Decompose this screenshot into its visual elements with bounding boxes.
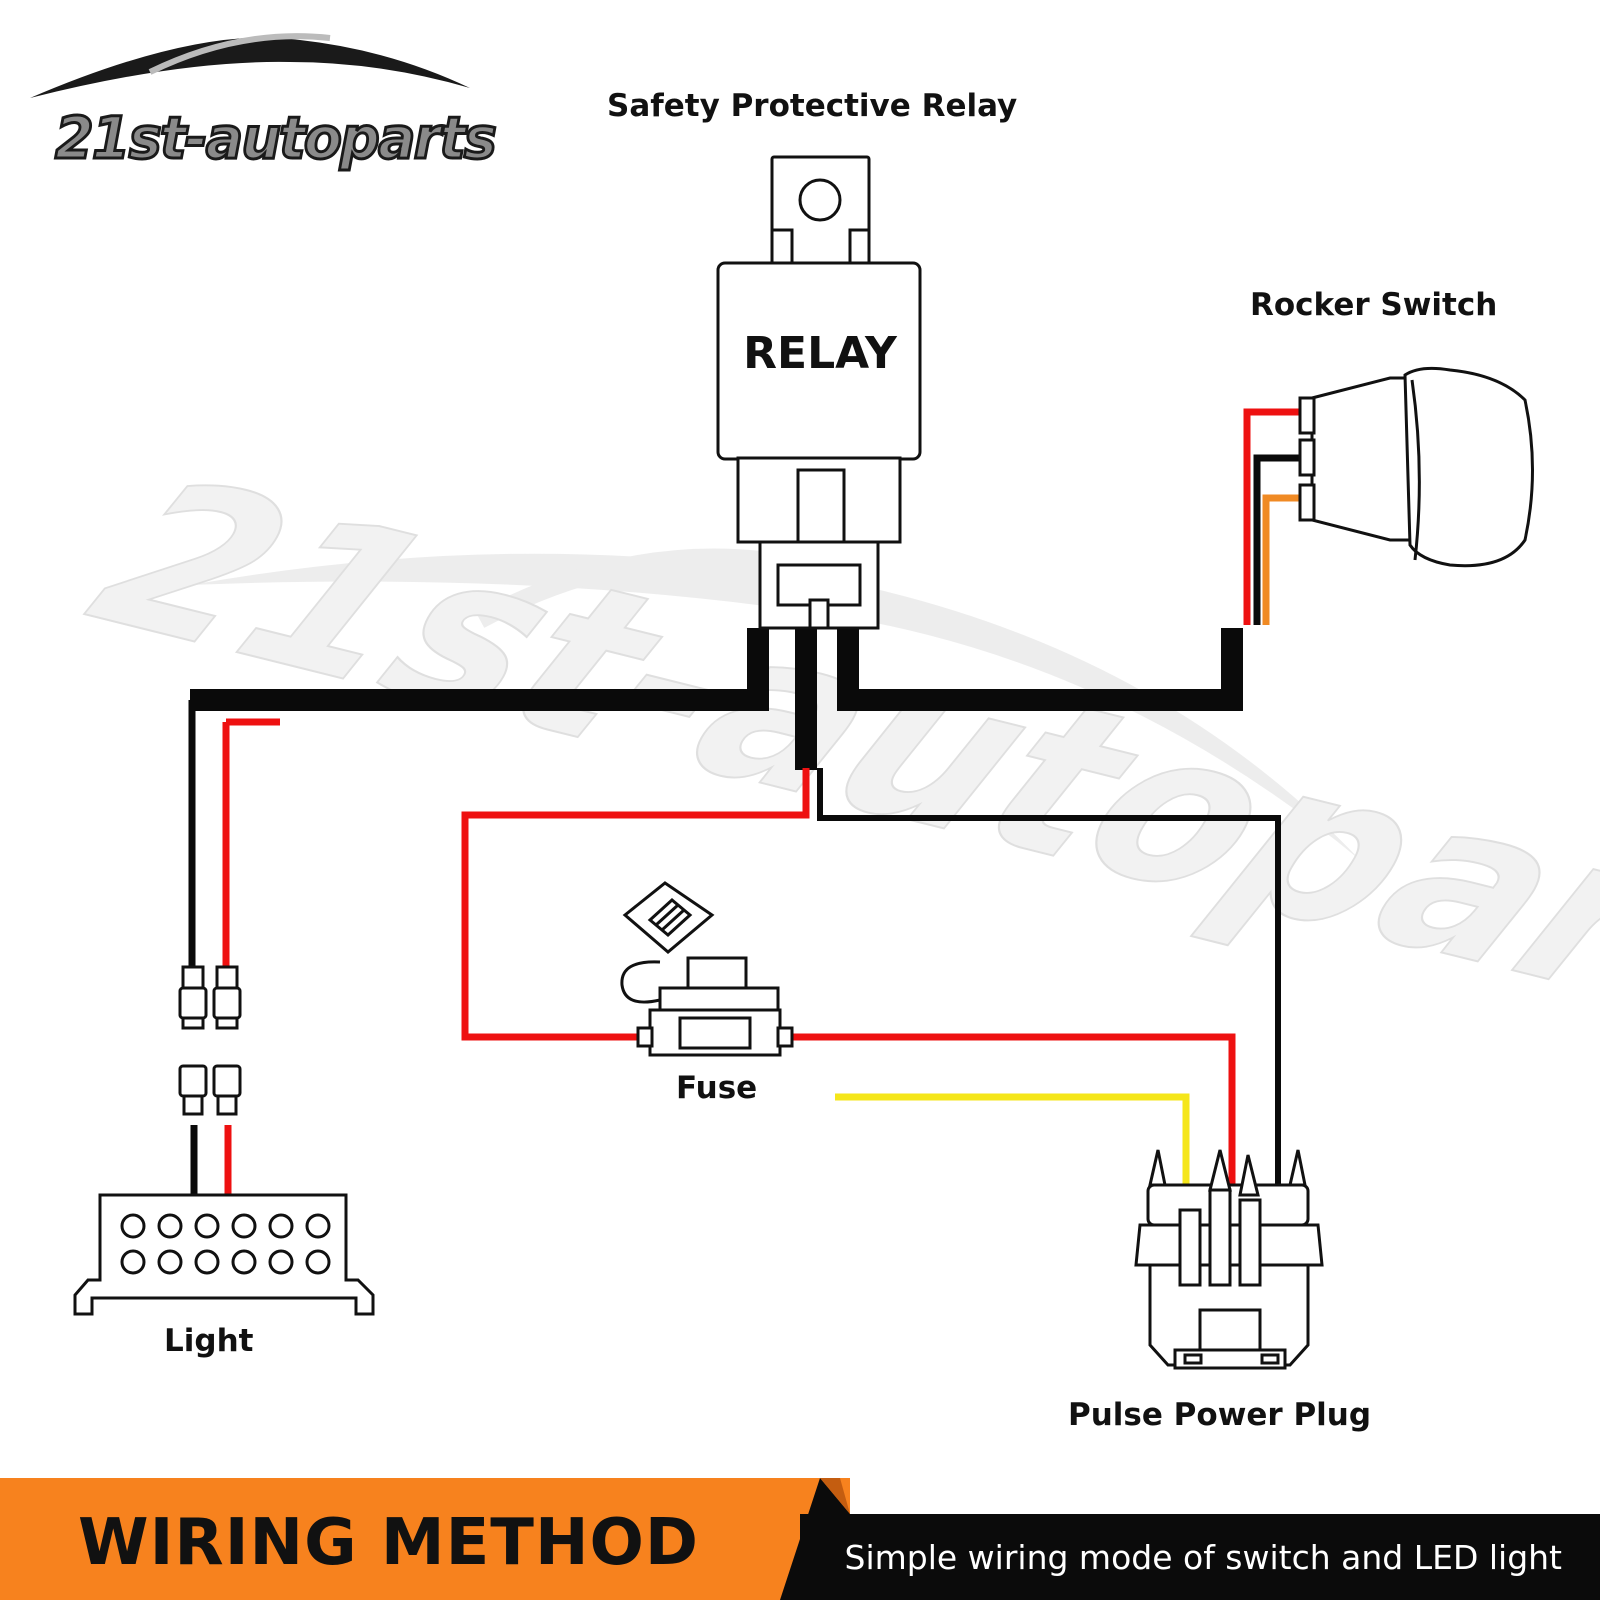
led-cell — [231, 1213, 257, 1239]
wire-main-black — [190, 628, 769, 711]
wire-fuse-to-plug — [778, 1033, 1236, 1190]
relay-body-label: RELAY — [743, 328, 898, 379]
wire-switch-red — [1243, 408, 1312, 625]
led-cell — [231, 1249, 257, 1275]
relay-title: Safety Protective Relay — [607, 88, 1018, 124]
relay-icon — [716, 155, 922, 630]
pulse-power-plug-icon — [1134, 1149, 1324, 1370]
banner-orange — [0, 1478, 850, 1600]
led-cell — [194, 1249, 220, 1275]
wire-black-to-plug — [817, 768, 1281, 1190]
led-cell — [157, 1213, 183, 1239]
wire-switch-orange — [1262, 494, 1312, 625]
light-label: Light — [164, 1323, 254, 1359]
banner-dark — [800, 1514, 1600, 1600]
pulse-power-plug-label: Pulse Power Plug — [1068, 1397, 1372, 1433]
wires — [188, 408, 1312, 1195]
fuse-label: Fuse — [676, 1070, 758, 1106]
wire-switch-black — [1253, 454, 1312, 625]
banner-title: WIRING METHOD — [78, 1506, 700, 1580]
wire-relay-to-switch — [837, 628, 1243, 711]
led-cell — [157, 1249, 183, 1275]
led-cell — [268, 1213, 294, 1239]
wire-yellow — [835, 1093, 1190, 1190]
led-light-bar-icon — [73, 1193, 375, 1316]
fuse-holder-icon — [620, 881, 794, 1057]
led-cell — [194, 1213, 220, 1239]
wire-connector-icon — [178, 965, 242, 1116]
led-cell — [268, 1249, 294, 1275]
rocker-switch-label: Rocker Switch — [1250, 287, 1498, 323]
logo-text: 21st-autoparts — [55, 104, 495, 172]
led-cell — [305, 1249, 331, 1275]
wire-red-loop — [461, 768, 810, 1041]
led-cell — [120, 1249, 146, 1275]
led-cell — [120, 1213, 146, 1239]
banner-subtitle: Simple wiring mode of switch and LED lig… — [844, 1538, 1562, 1577]
led-cells — [120, 1213, 331, 1275]
brand-logo: 21st-autoparts — [30, 33, 499, 174]
rocker-switch-icon — [1298, 366, 1534, 568]
led-cell — [305, 1213, 331, 1239]
